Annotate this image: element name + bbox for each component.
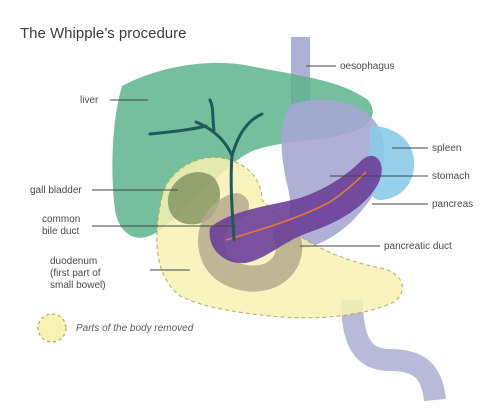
- gall-bladder-shape: [167, 172, 221, 225]
- pancreas-shape: [209, 155, 382, 264]
- label-stomach: stomach: [432, 171, 470, 182]
- leader-lines: [92, 65, 428, 271]
- small-bowel: [341, 299, 446, 402]
- label-gall-bladder: gall bladder: [30, 185, 82, 196]
- label-oesophagus: oesophagus: [340, 61, 395, 72]
- label-pancreas: pancreas: [432, 199, 473, 210]
- label-pancreatic-duct: pancreatic duct: [384, 241, 452, 252]
- label-common-bile-duct-line1: common: [42, 214, 80, 225]
- label-duodenum-line3: small bowel): [50, 280, 106, 291]
- legend-removed-swatch: [37, 313, 67, 343]
- label-duodenum-line1: duodenum: [50, 256, 97, 267]
- label-duodenum-line2: (first part of: [50, 268, 101, 279]
- label-liver: liver: [80, 95, 99, 106]
- diagram-title: The Whipple’s procedure: [20, 25, 186, 42]
- legend-removed-label: Parts of the body removed: [76, 323, 194, 334]
- bile-duct-tree: [148, 98, 264, 242]
- label-spleen: spleen: [432, 143, 461, 154]
- pancreatic-duct-shape: [225, 171, 367, 241]
- label-common-bile-duct-line2: bile duct: [42, 226, 79, 237]
- spleen-shape: [368, 126, 415, 201]
